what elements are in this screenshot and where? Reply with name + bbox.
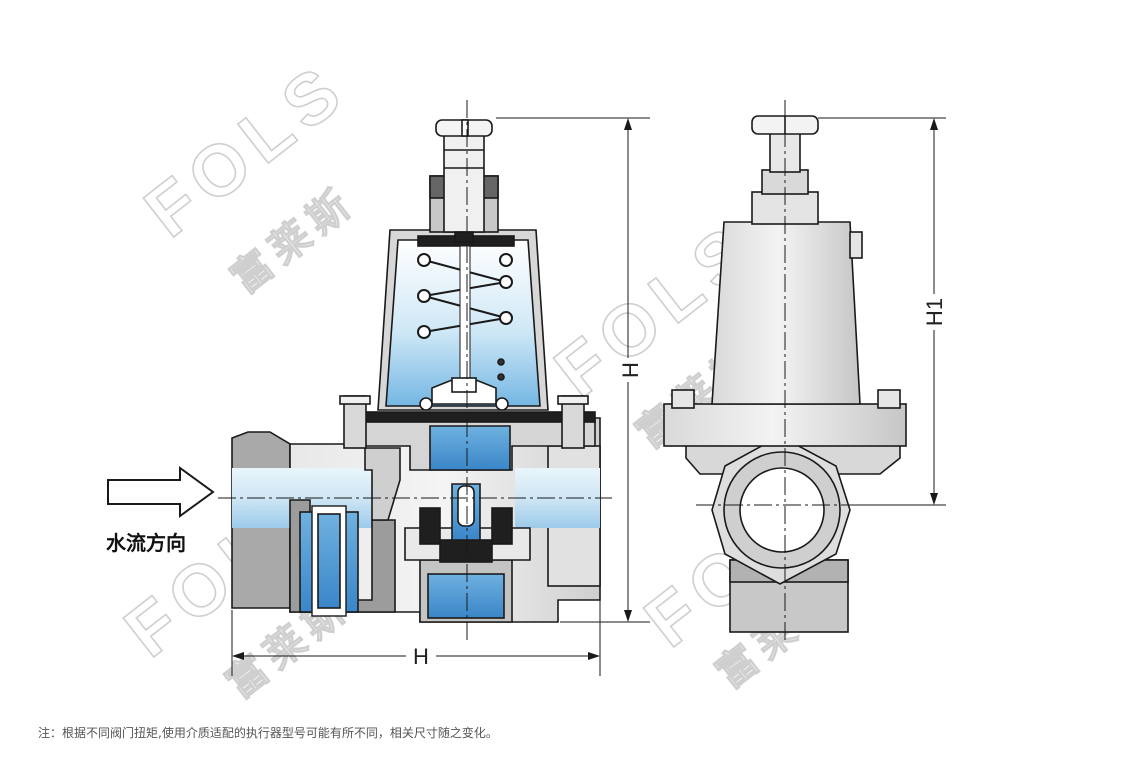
dimension-label-side-height: H1 bbox=[922, 298, 947, 326]
front-section-view bbox=[231, 119, 601, 623]
flow-direction-label: 水流方向 bbox=[106, 531, 186, 555]
side-port-opening bbox=[739, 467, 825, 553]
outlet-water-channel bbox=[515, 468, 600, 528]
spring bbox=[417, 253, 513, 339]
footnote: 注：根据不同阀门扭矩,使用介质适配的执行器型号可能有所不同，相关尺寸随之变化。 bbox=[38, 726, 498, 740]
side-view bbox=[663, 115, 907, 633]
diaphragm bbox=[354, 411, 596, 423]
dimension-label-total-height: H bbox=[618, 362, 643, 378]
body-partition bbox=[364, 447, 401, 521]
adjusting-screw bbox=[443, 131, 485, 233]
side-bonnet bbox=[711, 221, 861, 405]
dimension-label-width: H bbox=[413, 644, 429, 669]
stem bbox=[459, 245, 471, 397]
flow-direction-arrow bbox=[107, 466, 215, 518]
